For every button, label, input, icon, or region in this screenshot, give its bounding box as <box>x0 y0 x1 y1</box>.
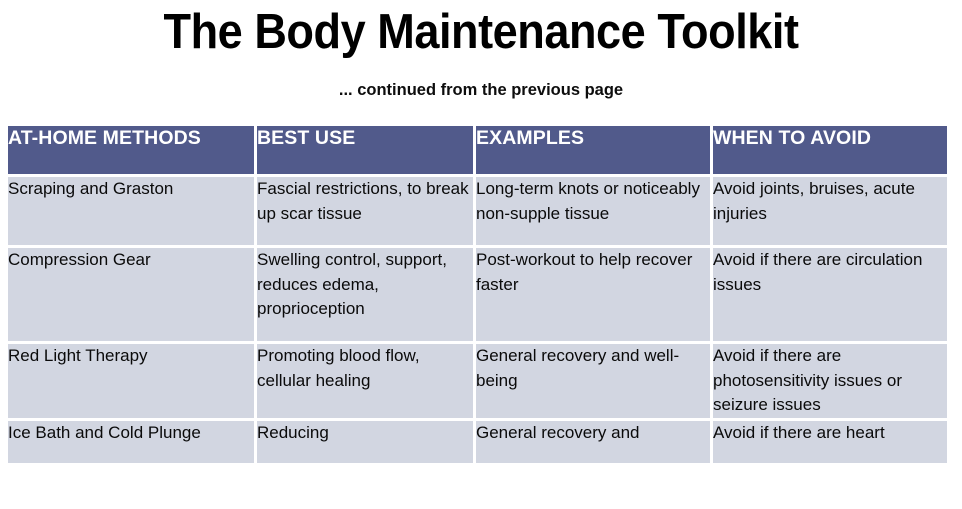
table-row: Ice Bath and Cold Plunge Reducing Genera… <box>8 420 947 463</box>
toolkit-table: AT-HOME METHODS BEST USE EXAMPLES WHEN T… <box>5 123 950 466</box>
cell-best-use: Swelling control, support, reduces edema… <box>257 248 473 341</box>
cell-best-use: Promoting blood flow, cellular healing <box>257 344 473 418</box>
cell-when-to-avoid: Avoid if there are heart <box>713 420 947 463</box>
cell-text: Avoid joints, bruises, acute injuries <box>713 179 915 223</box>
table-row: Scraping and Graston Fascial restriction… <box>8 177 947 245</box>
cell-examples: General recovery and well-being <box>476 344 710 418</box>
cell-method: Ice Bath and Cold Plunge <box>8 420 254 463</box>
cell-text: Avoid if there are photosensitivity issu… <box>713 346 902 414</box>
cell-when-to-avoid: Avoid joints, bruises, acute injuries <box>713 177 947 245</box>
cell-text: Red Light Therapy <box>8 346 148 365</box>
page-title: The Body Maintenance Toolkit <box>163 5 799 59</box>
cell-examples: Long-term knots or noticeably non-supple… <box>476 177 710 245</box>
cell-when-to-avoid: Avoid if there are circulation issues <box>713 248 947 341</box>
cell-text: Compression Gear <box>8 250 151 269</box>
cell-examples: General recovery and <box>476 420 710 463</box>
cell-best-use: Reducing <box>257 420 473 463</box>
table-header-row: AT-HOME METHODS BEST USE EXAMPLES WHEN T… <box>8 126 947 174</box>
cell-text: Avoid if there are circulation issues <box>713 250 923 294</box>
cell-text: Post-workout to help recover faster <box>476 250 693 294</box>
cell-examples: Post-workout to help recover faster <box>476 248 710 341</box>
column-header-examples: EXAMPLES <box>476 126 710 174</box>
toolkit-table-container: AT-HOME METHODS BEST USE EXAMPLES WHEN T… <box>8 126 950 463</box>
cell-method: Scraping and Graston <box>8 177 254 245</box>
cell-text: General recovery and <box>476 422 640 442</box>
table-row: Compression Gear Swelling control, suppo… <box>8 248 947 341</box>
cell-method: Compression Gear <box>8 248 254 341</box>
column-header-at-home-methods: AT-HOME METHODS <box>8 126 254 174</box>
cell-text: Promoting blood flow, cellular healing <box>257 346 420 390</box>
column-header-best-use: BEST USE <box>257 126 473 174</box>
cell-text: Swelling control, support, reduces edema… <box>257 250 447 318</box>
cell-text: General recovery and well-being <box>476 346 680 390</box>
cell-text: Long-term knots or noticeably non-supple… <box>476 179 700 223</box>
cell-text: Reducing <box>257 422 329 442</box>
cell-text: Scraping and Graston <box>8 179 174 198</box>
cell-text: Ice Bath and Cold Plunge <box>8 422 201 442</box>
cell-text: Fascial restrictions, to break up scar t… <box>257 179 469 223</box>
table-row: Red Light Therapy Promoting blood flow, … <box>8 344 947 418</box>
page-subtitle: ... continued from the previous page <box>338 81 624 99</box>
column-header-when-to-avoid: WHEN TO AVOID <box>713 126 947 174</box>
cell-best-use: Fascial restrictions, to break up scar t… <box>257 177 473 245</box>
cell-method: Red Light Therapy <box>8 344 254 418</box>
cell-when-to-avoid: Avoid if there are photosensitivity issu… <box>713 344 947 418</box>
cell-text: Avoid if there are heart <box>713 422 885 442</box>
